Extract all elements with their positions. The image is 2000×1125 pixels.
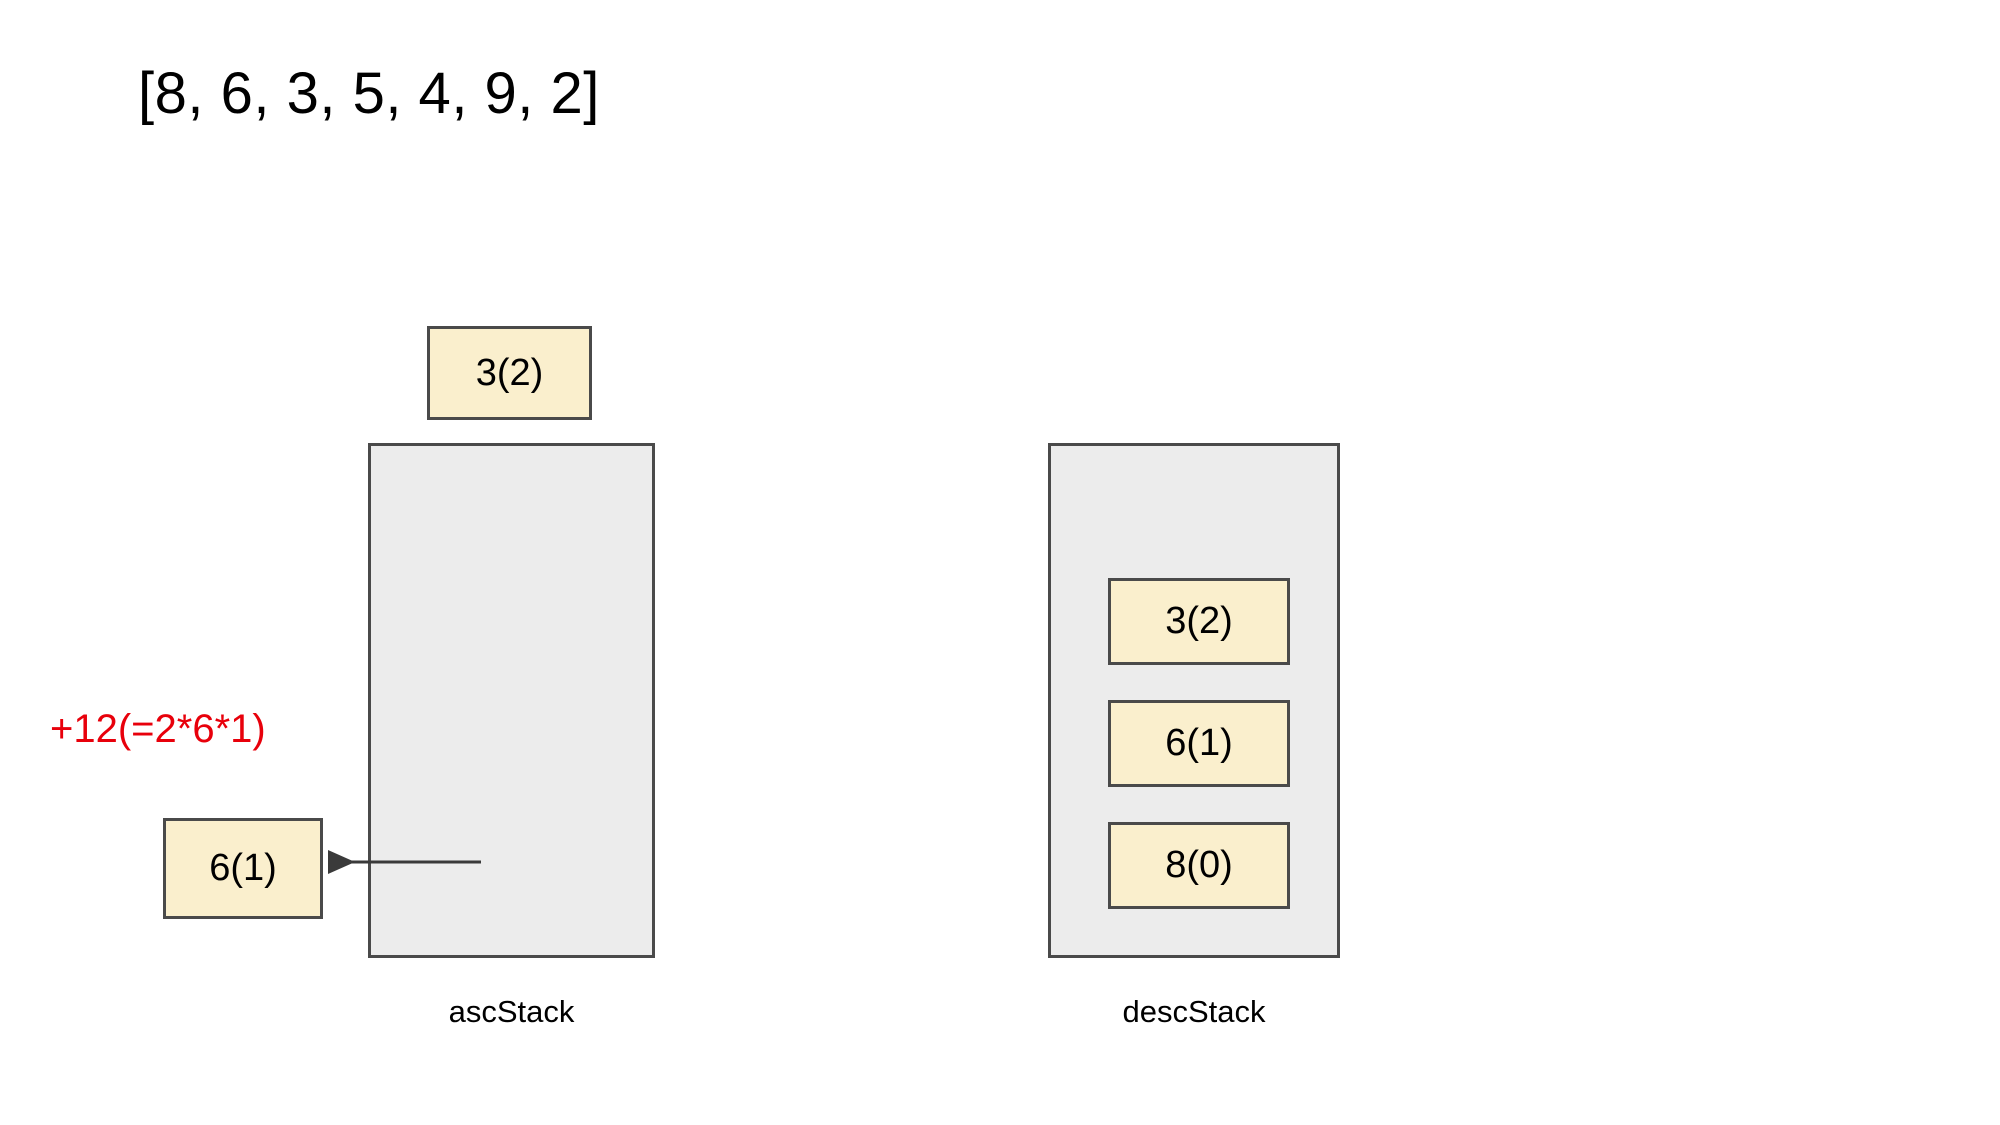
floating-element-label: 3(2) (475, 351, 544, 394)
desc-stack-cell: 8(0) (1108, 822, 1290, 909)
input-array-title: [8, 6, 3, 5, 4, 9, 2] (138, 61, 600, 126)
desc-stack-cell-label: 8(0) (1165, 844, 1233, 886)
asc-stack-container (368, 443, 655, 958)
desc-stack-cell: 6(1) (1108, 700, 1290, 787)
desc-stack-cell: 3(2) (1108, 578, 1290, 665)
floating-element-cell: 3(2) (427, 326, 592, 420)
popped-element-cell: 6(1) (163, 818, 323, 919)
desc-stack-label: descStack (1122, 994, 1266, 1029)
desc-stack-cell-label: 3(2) (1165, 600, 1233, 642)
desc-stack-cell-label: 6(1) (1165, 722, 1233, 764)
popped-element-label: 6(1) (209, 847, 277, 889)
score-annotation: +12(=2*6*1) (50, 707, 266, 751)
asc-stack-label: ascStack (448, 994, 575, 1029)
pop-arrow-icon (328, 850, 481, 874)
